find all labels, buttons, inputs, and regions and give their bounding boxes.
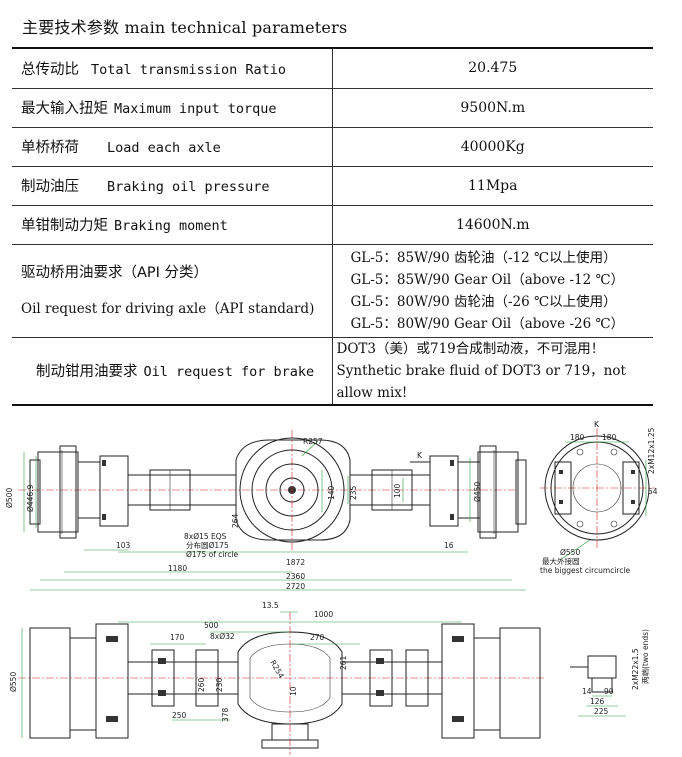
bottom-d261-text: 261	[339, 655, 348, 670]
side-circ-en-text: the biggest circumcircle	[540, 566, 631, 575]
bottom-r-text: R254	[268, 659, 286, 681]
axle-oil-value-2: GL-5：85W/90 Gear Oil（above -12 ℃）	[350, 271, 625, 288]
axle-oil-value-4: GL-5：80W/90 Gear Oil（above -26 ℃）	[350, 315, 625, 332]
bottom-d550-text: Ø550	[9, 672, 18, 692]
bottom-d250-text: 250	[172, 711, 187, 720]
bottom-d225-text: 225	[594, 707, 609, 716]
axle-technical-drawing: R257 K Ø500 Ø446.9 Ø450 140 100 235 264 …	[5, 420, 658, 755]
load-label-en: Load each axle	[107, 140, 221, 156]
top-r257-text: R257	[303, 437, 323, 446]
bottom-d90-text: 90	[604, 687, 614, 696]
bottom-ends-text: 两端(two ends)	[640, 629, 650, 684]
brake-oil-label-cn: 制动钳用油要求	[36, 364, 138, 380]
brake-oil-value-1: DOT3（美）或719合成制动液，不可混用！	[336, 340, 605, 357]
top-d2360-text: 2360	[286, 572, 305, 581]
bottom-d1000-text: 1000	[314, 610, 333, 619]
hub-side-view: 180 180 K 2xM12x1.25 54 Ø550 最大外接圆 the b…	[540, 420, 658, 575]
spec-row-axle-oil: 驱动桥用油要求（API 分类） Oil request for driving …	[12, 243, 653, 338]
pressure-label-en: Braking oil pressure	[107, 179, 270, 195]
spec-row-moment: 单钳制动力矩 Braking moment 14600N.m	[12, 204, 653, 245]
bottom-d230-text: 230	[215, 677, 224, 692]
bottom-d270-text: 270	[310, 633, 325, 642]
top-d103-text: 103	[116, 541, 131, 550]
spec-row-brake-oil: 制动钳用油要求 Oil request for brake DOT3（美）或719…	[12, 336, 653, 406]
top-k-text: K	[417, 451, 423, 460]
spec-row-pressure: 制动油压 Braking oil pressure 11Mpa	[12, 165, 653, 206]
ratio-label-en: Total transmission Ratio	[91, 61, 287, 78]
load-value: 40000Kg	[332, 126, 653, 167]
top-d446-text: Ø446.9	[26, 484, 35, 512]
side-d180a-text: 180	[570, 433, 585, 442]
ratio-label-cn: 总传动比	[21, 61, 79, 78]
top-d500-text: Ø500	[5, 488, 14, 508]
spec-row-load: 单桥桥荷 Load each axle 40000Kg	[12, 126, 653, 167]
spec-table: 总传动比 Total transmission Ratio 20.475 最大输入…	[12, 47, 653, 406]
side-k-text: K	[594, 420, 600, 429]
side-circ-cn-text: 最大外接圆	[542, 556, 580, 566]
top-d140-text: 140	[327, 485, 336, 500]
ratio-value: 20.475	[332, 47, 653, 89]
top-d1872-text: 1872	[286, 558, 305, 567]
bottom-d14-text: 14	[582, 687, 592, 696]
bottom-d500-text: 500	[204, 621, 219, 630]
bottom-rm-text: 2xM22x1.5	[631, 648, 640, 690]
axle-oil-value-1: GL-5：85W/90 齿轮油（-12 ℃以上使用）	[350, 249, 617, 266]
top-d235-text: 235	[349, 485, 358, 500]
side-d54-text: 54	[648, 487, 658, 496]
top-d100-text: 100	[393, 483, 402, 498]
axle-oil-label-en: Oil request for driving axle（API standar…	[21, 300, 315, 317]
bottom-d260-text: 260	[197, 677, 206, 692]
bottom-d126-text: 126	[590, 697, 605, 706]
top-pcd-cn-text: 分布圆Ø175	[186, 540, 229, 550]
bottom-d170-text: 170	[170, 633, 185, 642]
bottom-holes-text: 8xØ32	[210, 632, 235, 641]
bottom-d10-text: 10	[289, 686, 298, 696]
spec-row-torque: 最大输入扭矩 Maximum input torque 9500N.m	[12, 87, 653, 128]
spec-row-ratio: 总传动比 Total transmission Ratio 20.475	[12, 47, 653, 89]
pressure-value: 11Mpa	[332, 165, 653, 206]
side-d180b-text: 180	[602, 433, 617, 442]
torque-label-en: Maximum input torque	[114, 101, 277, 117]
top-d16-text: 16	[444, 541, 454, 550]
top-d1180-text: 1180	[168, 564, 187, 573]
brake-oil-value-2: Synthetic brake fluid of DOT3 or 719，not	[336, 362, 626, 379]
load-label-cn: 单桥桥荷	[21, 140, 79, 156]
bottom-d378-text: 378	[221, 707, 230, 722]
top-d2720-text: 2720	[286, 582, 305, 591]
top-d450-text: Ø450	[473, 482, 482, 502]
top-pcd-en-text: Ø175 of circle	[186, 550, 239, 559]
brake-oil-value-3: allow mix!	[336, 384, 408, 401]
brake-oil-label-en: Oil request for brake	[143, 364, 315, 380]
top-view: R257 K Ø500 Ø446.9 Ø450 140 100 235 264 …	[5, 430, 527, 591]
moment-label-cn: 单钳制动力矩	[21, 218, 108, 234]
bottom-d13-5-text: 13.5	[262, 601, 279, 610]
side-d550-text: Ø550	[560, 548, 580, 557]
side-m-text: 2xM12x1.25	[647, 427, 656, 474]
pressure-label-cn: 制动油压	[21, 179, 79, 195]
top-holes-text: 8xØ15 EQS	[184, 532, 227, 541]
moment-value: 14600N.m	[332, 204, 653, 245]
top-d264-text: 264	[231, 513, 240, 528]
axle-oil-value-3: GL-5：80W/90 齿轮油（-26 ℃以上使用）	[350, 293, 617, 310]
bottom-view: 13.5 1000 500 170 8xØ32 270 R254 261 Ø55…	[9, 601, 650, 755]
torque-value: 9500N.m	[332, 87, 653, 128]
torque-label-cn: 最大输入扭矩	[21, 101, 108, 117]
moment-label-en: Braking moment	[114, 218, 228, 234]
section-heading: 主要技术参数 main technical parameters	[22, 18, 348, 37]
axle-oil-label-cn: 驱动桥用油要求（API 分类）	[21, 264, 209, 281]
